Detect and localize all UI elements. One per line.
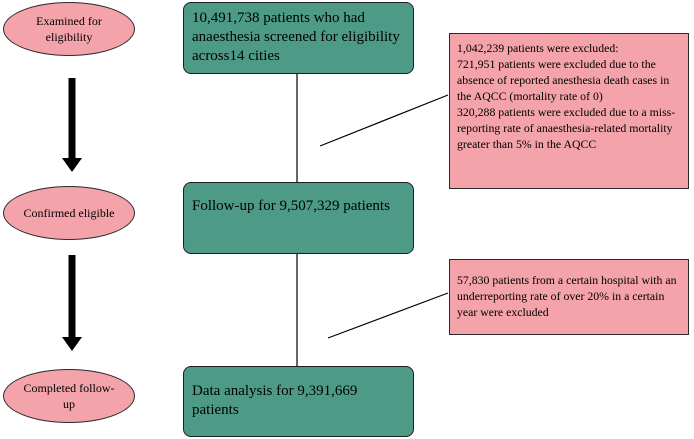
flow-box-followup-text: Follow-up for 9,507,329 patients [192, 198, 390, 214]
flow-box-screened: 10,491,738 patients who had anaesthesia … [183, 2, 414, 74]
flow-box-analysis: Data analysis for 9,391,669 patients [183, 366, 414, 437]
exclusion-1-line-2: 721,951 patients were excluded due to th… [457, 57, 670, 103]
stage-completed-label: Completed follow-up [23, 381, 115, 411]
flow-box-followup: Follow-up for 9,507,329 patients [183, 182, 414, 254]
stage-confirmed-label: Confirmed eligible [23, 206, 115, 220]
stage-confirmed-oval: Confirmed eligible [3, 186, 135, 240]
exclusion-1-line-1: 1,042,239 patients were excluded: [457, 41, 619, 55]
exclusion-box-1: 1,042,239 patients were excluded: 721,95… [449, 33, 689, 189]
exclusion-2-line-1: 57,830 patients from a certain hospital … [457, 273, 677, 319]
exclusion-box-2: 57,830 patients from a certain hospital … [449, 259, 689, 335]
stage-examined-label: Examined for eligibility [36, 14, 102, 44]
stage-arrow-2-head [62, 337, 82, 351]
exclusion-connector-1 [319, 94, 449, 147]
exclusion-1-line-3: 320,288 patients were excluded due to a … [457, 105, 676, 151]
flow-box-screened-text: 10,491,738 patients who had anaesthesia … [192, 10, 400, 64]
stage-completed-oval: Completed follow-up [3, 369, 135, 423]
stage-arrow-1-head [62, 158, 82, 172]
exclusion-connector-2 [327, 292, 449, 339]
stage-examined-oval: Examined for eligibility [3, 2, 135, 56]
flow-box-analysis-text: Data analysis for 9,391,669 patients [192, 383, 358, 418]
